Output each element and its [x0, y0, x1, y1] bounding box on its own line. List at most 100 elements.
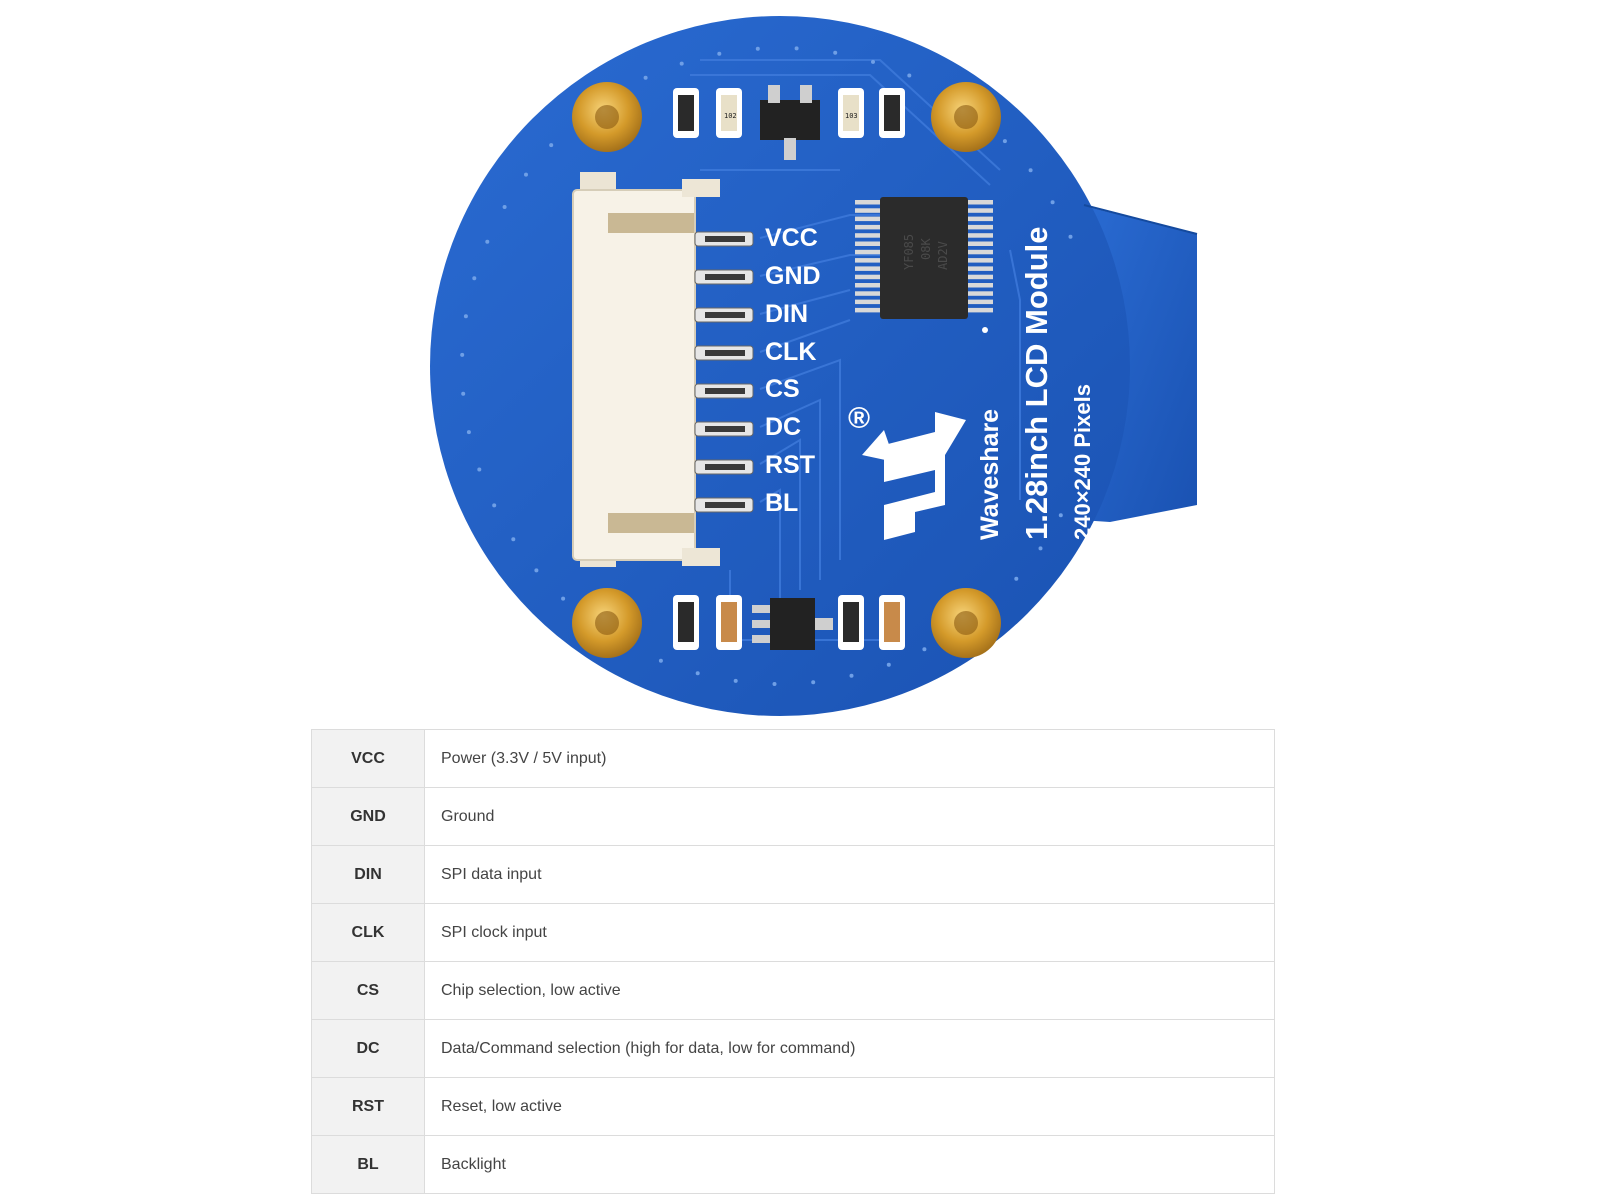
via-hole [679, 61, 684, 66]
connector-pin [694, 231, 754, 247]
driver-chip: YF085 08K AD2V [855, 197, 993, 333]
chip-pin [855, 249, 881, 255]
pin-name-cell: VCC [311, 729, 425, 788]
pin-name-cell: CLK [311, 903, 425, 962]
svg-text:102: 102 [724, 112, 737, 120]
chip-pin [967, 208, 993, 213]
via-hole [1014, 576, 1019, 581]
via-hole [658, 658, 663, 663]
via-hole [1058, 513, 1063, 518]
bottom-smd-components [673, 595, 905, 650]
via-hole [643, 75, 648, 80]
chip-pin [967, 200, 993, 205]
connector-pin [694, 269, 754, 285]
module-resolution: 240×240 Pixels [1070, 384, 1095, 540]
via-hole [502, 205, 507, 209]
pin-name-cell: CS [311, 961, 425, 1020]
chip-pin [967, 266, 993, 271]
via-hole [524, 172, 528, 177]
connector-pin [694, 383, 754, 399]
pin-description-cell: Ground [424, 787, 1275, 846]
module-branding: Waveshare 1.28inch LCD Module 240×240 Pi… [976, 227, 1095, 540]
via-hole [907, 73, 912, 78]
connector-pin [694, 345, 754, 361]
chip-pin [855, 258, 881, 263]
via-hole [717, 51, 722, 56]
chip-pin [967, 299, 993, 305]
chip-pin [855, 266, 881, 271]
top-smd-components: 102 103 [673, 85, 905, 160]
via-hole [833, 50, 838, 55]
via-hole [549, 143, 554, 148]
chip-pin [855, 200, 881, 205]
chip-pin [855, 224, 881, 230]
connector-pin [694, 497, 754, 513]
via-hole [1028, 168, 1033, 173]
chip-pin [967, 307, 993, 313]
via-hole [511, 537, 516, 542]
via-hole [472, 276, 477, 281]
pin-name-cell: BL [311, 1135, 425, 1194]
chip-pin [967, 216, 993, 222]
module-title: 1.28inch LCD Module [1019, 227, 1054, 540]
via-hole [1068, 234, 1073, 239]
pin-label-vcc: VCC [765, 224, 818, 252]
chip-pin [967, 283, 993, 288]
chip-pin [967, 249, 993, 255]
pin-description-cell: Reset, low active [424, 1077, 1275, 1136]
via-hole [485, 239, 490, 244]
chip-pin [967, 291, 993, 296]
via-hole [460, 352, 465, 357]
pin-description-cell: Data/Command selection (high for data, l… [424, 1019, 1275, 1078]
product-image: 102 103 [430, 16, 1198, 716]
pin-label-cs: CS [765, 375, 800, 403]
svg-text:08K: 08K [919, 238, 933, 260]
chip-pin [855, 233, 881, 238]
via-hole [534, 568, 539, 573]
connector-pin [694, 459, 754, 475]
chip-pin [967, 241, 993, 246]
svg-text:103: 103 [845, 112, 858, 120]
via-hole [886, 662, 891, 667]
pin-labels: VCC GND DIN CLK CS DC RST BL [765, 224, 821, 517]
via-hole [492, 503, 497, 508]
chip-pin [967, 224, 993, 230]
pin-name-cell: DIN [311, 845, 425, 904]
via-hole [922, 647, 927, 652]
pin-label-din: DIN [765, 300, 808, 328]
chip-pin [855, 216, 881, 222]
pin-label-dc: DC [765, 413, 801, 441]
via-hole [695, 671, 700, 676]
via-hole [477, 467, 482, 472]
chip-pin [967, 274, 993, 280]
waveshare-logo-icon [884, 412, 966, 540]
via-hole [1002, 139, 1007, 144]
chip-pin [967, 258, 993, 263]
via-hole [755, 46, 760, 51]
chip-pin [855, 274, 881, 280]
chip-pin [855, 291, 881, 296]
via-hole [466, 430, 471, 435]
chip-pin [855, 208, 881, 213]
lcd-module-board: 102 103 [430, 16, 1198, 716]
via-hole [1038, 546, 1043, 551]
via-hole [811, 680, 816, 685]
via-hole [772, 682, 777, 686]
via-hole [794, 46, 799, 51]
pin-description-cell: Backlight [424, 1135, 1275, 1194]
pin-name-cell: GND [311, 787, 425, 846]
svg-text:®: ® [848, 402, 870, 435]
connector-pin [694, 307, 754, 323]
chip-pin [855, 241, 881, 246]
svg-text:YF085: YF085 [902, 234, 916, 270]
via-hole [871, 59, 875, 64]
pin-label-bl: BL [765, 489, 798, 517]
via-hole [733, 678, 738, 683]
